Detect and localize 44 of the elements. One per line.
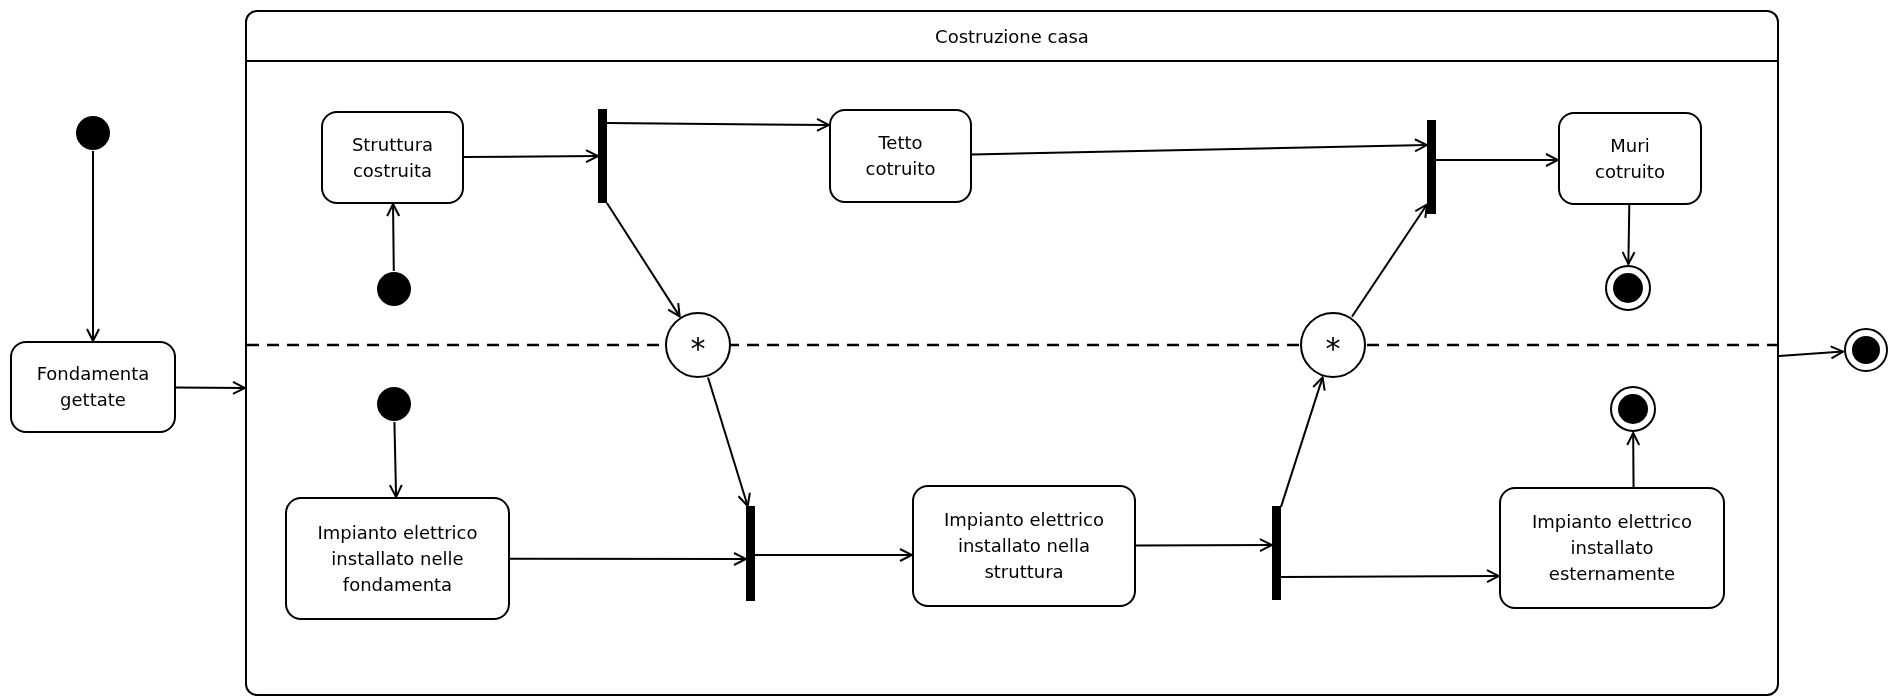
state-label: Impianto elettrico installato nella struttura [942, 508, 1106, 584]
final-state-bullseye [1844, 328, 1888, 372]
fork-join-bar [1272, 506, 1281, 600]
final-state-bullseye [1610, 386, 1656, 432]
history-marker: * [690, 330, 706, 364]
state-box [321, 111, 464, 204]
transition-arrow [1350, 203, 1428, 318]
transition-arrow [1435, 153, 1559, 167]
history-marker: * [1325, 330, 1341, 364]
state-title: Costruzione casa [935, 24, 1089, 49]
state-label: Struttura costruita [350, 132, 435, 183]
state-box [1558, 112, 1702, 205]
transition-arrow [509, 552, 747, 566]
transition-arrow [971, 138, 1428, 156]
transition-arrow [1135, 538, 1273, 553]
transition-arrow [86, 150, 100, 342]
fork-join-bar [746, 506, 755, 601]
transition-arrow [707, 376, 751, 507]
fork-join-bar [598, 109, 607, 203]
transition-arrow [1626, 432, 1641, 488]
state-label: Fondamenta gettate [35, 362, 151, 412]
transition-arrow [388, 421, 403, 498]
state-label: Impianto elettrico installato esternamente [1530, 510, 1694, 586]
state-box [829, 109, 972, 203]
state-box [1499, 487, 1725, 609]
transition-arrow [1778, 345, 1845, 360]
transition-arrow [754, 548, 913, 562]
transition-arrow [605, 202, 681, 318]
transition-arrow [1621, 204, 1636, 265]
state-label: Muri cotruito [1594, 133, 1666, 184]
transition-arrow [1280, 376, 1326, 508]
state-box [285, 497, 510, 620]
transition-arrow [1280, 569, 1500, 584]
transition-arrow [175, 380, 246, 395]
transition-arrow [606, 117, 830, 132]
final-state-bullseye [1605, 265, 1651, 311]
composite-state [245, 10, 1779, 696]
state-box [912, 485, 1136, 607]
transition-arrow [386, 203, 401, 272]
state-label: Impianto elettrico installato nelle fondamenta [316, 520, 479, 597]
state-box [10, 341, 176, 433]
transition-arrow [463, 149, 599, 164]
state-label: Tetto cotruito [864, 131, 937, 181]
fork-join-bar [1427, 120, 1436, 214]
